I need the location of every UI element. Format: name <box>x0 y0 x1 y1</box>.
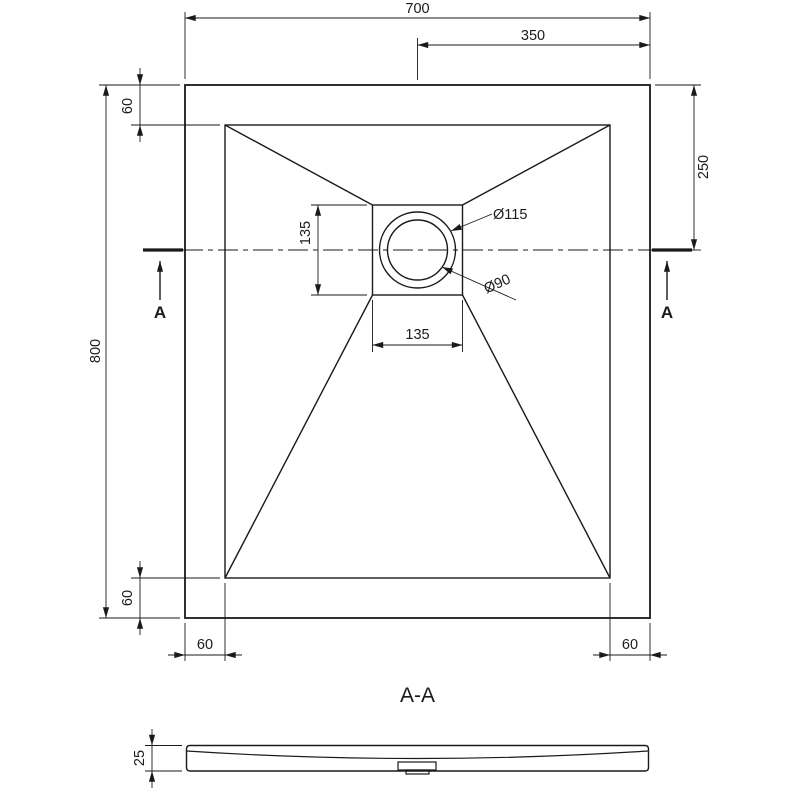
slope-line-bottom-left <box>224 294 374 579</box>
section-drain-boss <box>405 769 430 775</box>
dim-label-25: 25 <box>132 750 148 766</box>
slope-line-bottom-right <box>461 294 611 579</box>
dimension-top-border: 60 <box>120 68 220 142</box>
section-title: A-A <box>400 684 435 707</box>
dimension-thickness: 25 <box>132 729 182 788</box>
dim-label-350: 350 <box>521 28 545 44</box>
dim-label-dia90: Ø90 <box>482 271 514 297</box>
section-cut-line: A A <box>143 248 692 322</box>
dim-label-60-bottom: 60 <box>120 590 136 606</box>
dimension-overall-height: 800 <box>88 84 180 619</box>
dim-label-dia115: Ø115 <box>493 207 527 223</box>
dimension-overall-width: 700 <box>184 1 651 79</box>
dim-label-60-top: 60 <box>120 98 136 114</box>
tray-profile-surface <box>186 750 649 760</box>
cut-letter-left: A <box>154 303 166 322</box>
dimension-half-width: 350 <box>417 28 650 80</box>
tray-outer-edge <box>184 84 651 619</box>
dimension-bottom-border: 60 <box>120 561 220 635</box>
dimension-bottom-right-border: 60 <box>593 583 667 661</box>
plan-view <box>184 84 651 619</box>
dim-label-800: 800 <box>88 339 104 363</box>
cut-letter-right: A <box>661 303 673 322</box>
dimension-drain-height: 135 <box>298 204 367 296</box>
dim-label-60-bottom-left: 60 <box>197 637 213 653</box>
dim-label-135-h: 135 <box>405 327 429 343</box>
dim-label-60-bottom-right: 60 <box>622 637 638 653</box>
dimension-drain-width: 135 <box>372 300 463 352</box>
dim-label-135-v: 135 <box>298 221 314 245</box>
dim-label-700: 700 <box>405 1 429 17</box>
leader-line <box>450 213 493 232</box>
section-view <box>185 744 650 775</box>
dimension-drain-offset: 250 <box>655 84 712 251</box>
slope-line-top-right <box>462 124 611 206</box>
slope-line-top-left <box>224 124 373 206</box>
tray-profile-outline <box>185 744 650 772</box>
leader-drain-outer-diameter: Ø115 <box>450 207 527 232</box>
section-drain-trap <box>397 761 437 771</box>
dimension-bottom-left-border: 60 <box>168 583 242 661</box>
tray-inner-edge <box>224 124 611 579</box>
dim-label-250: 250 <box>696 155 712 179</box>
leader-line <box>441 266 517 301</box>
